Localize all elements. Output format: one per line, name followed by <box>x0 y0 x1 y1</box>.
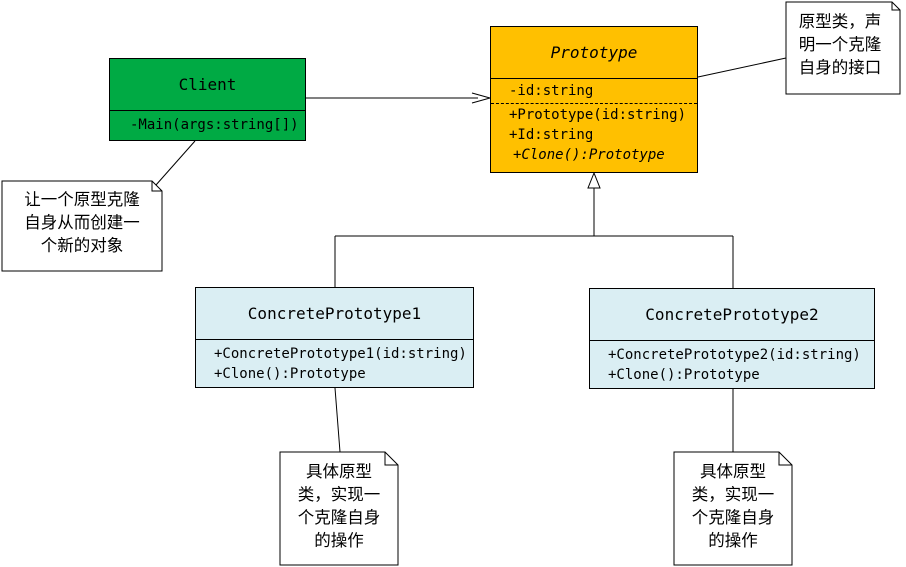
prototype-methods: +Prototype(id:string) +Id:string +Clone(… <box>491 104 697 165</box>
prototype-method: +Id:string <box>509 127 594 143</box>
concrete-prototype1-class[interactable]: ConcretePrototype1 +ConcretePrototype1(i… <box>195 287 474 388</box>
concrete-prototype2-methods: +ConcretePrototype2(id:string) +Clone():… <box>590 341 874 385</box>
concrete-prototype2-name: ConcretePrototype2 <box>590 289 874 341</box>
client-class[interactable]: Client -Main(args:string[]) <box>109 58 306 141</box>
concrete1-note-line: 的操作 <box>314 531 364 550</box>
concrete2-note-line: 个克隆自身 <box>691 508 775 527</box>
concrete-prototype1-note: 具体原型 类，实现一 个克隆自身 的操作 <box>282 460 396 552</box>
client-method: -Main(args:string[]) <box>130 117 299 133</box>
prototype-method-abstract: +Clone():Prototype <box>513 147 665 163</box>
client-note-line: 自身从而创建一 <box>24 213 140 232</box>
note-shape-concrete1 <box>279 451 399 566</box>
concrete-prototype2-method: +Clone():Prototype <box>608 367 760 383</box>
concrete-prototype1-method: +ConcretePrototype1(id:string) <box>214 346 467 362</box>
client-note-line: 个新的对象 <box>40 236 124 255</box>
prototype-field: -id:string <box>509 83 594 99</box>
prototype-note-line: 原型类，声 <box>798 12 882 31</box>
concrete-prototype2-method: +ConcretePrototype2(id:string) <box>608 347 861 363</box>
client-note-line: 让一个原型克隆 <box>24 190 140 209</box>
generalization-arrowhead <box>587 171 601 189</box>
prototype-note-line: 自身的接口 <box>798 58 882 77</box>
concrete-prototype2-class[interactable]: ConcretePrototype2 +ConcretePrototype2(i… <box>589 288 875 389</box>
prototype-note: 原型类，声 明一个克隆 自身的接口 <box>788 10 892 79</box>
note-link-concrete1 <box>334 387 341 453</box>
concrete1-note-line: 个克隆自身 <box>297 508 381 527</box>
concrete2-note-line: 具体原型 <box>700 462 766 481</box>
prototype-method: +Prototype(id:string) <box>509 107 687 123</box>
concrete-prototype1-name: ConcretePrototype1 <box>196 288 473 340</box>
prototype-class-name: Prototype <box>491 27 697 79</box>
client-note: 让一个原型克隆 自身从而创建一 个新的对象 <box>4 188 160 257</box>
concrete2-note-line: 类，实现一 <box>691 485 775 504</box>
note-link-prototype <box>697 57 787 78</box>
note-shape-concrete2 <box>673 451 793 566</box>
prototype-fields: -id:string <box>491 79 697 104</box>
concrete-prototype2-note: 具体原型 类，实现一 个克隆自身 的操作 <box>676 460 790 552</box>
concrete-prototype1-methods: +ConcretePrototype1(id:string) +Clone():… <box>196 340 473 384</box>
prototype-class[interactable]: Prototype -id:string +Prototype(id:strin… <box>490 26 698 173</box>
concrete-prototype1-method: +Clone():Prototype <box>214 366 366 382</box>
concrete1-note-line: 具体原型 <box>306 462 372 481</box>
note-shape-prototype <box>785 1 901 95</box>
concrete2-note-line: 的操作 <box>708 531 758 550</box>
prototype-note-line: 明一个克隆 <box>798 35 882 54</box>
concrete1-note-line: 类，实现一 <box>297 485 381 504</box>
client-class-name: Client <box>110 59 305 111</box>
note-shape-client <box>1 180 163 272</box>
